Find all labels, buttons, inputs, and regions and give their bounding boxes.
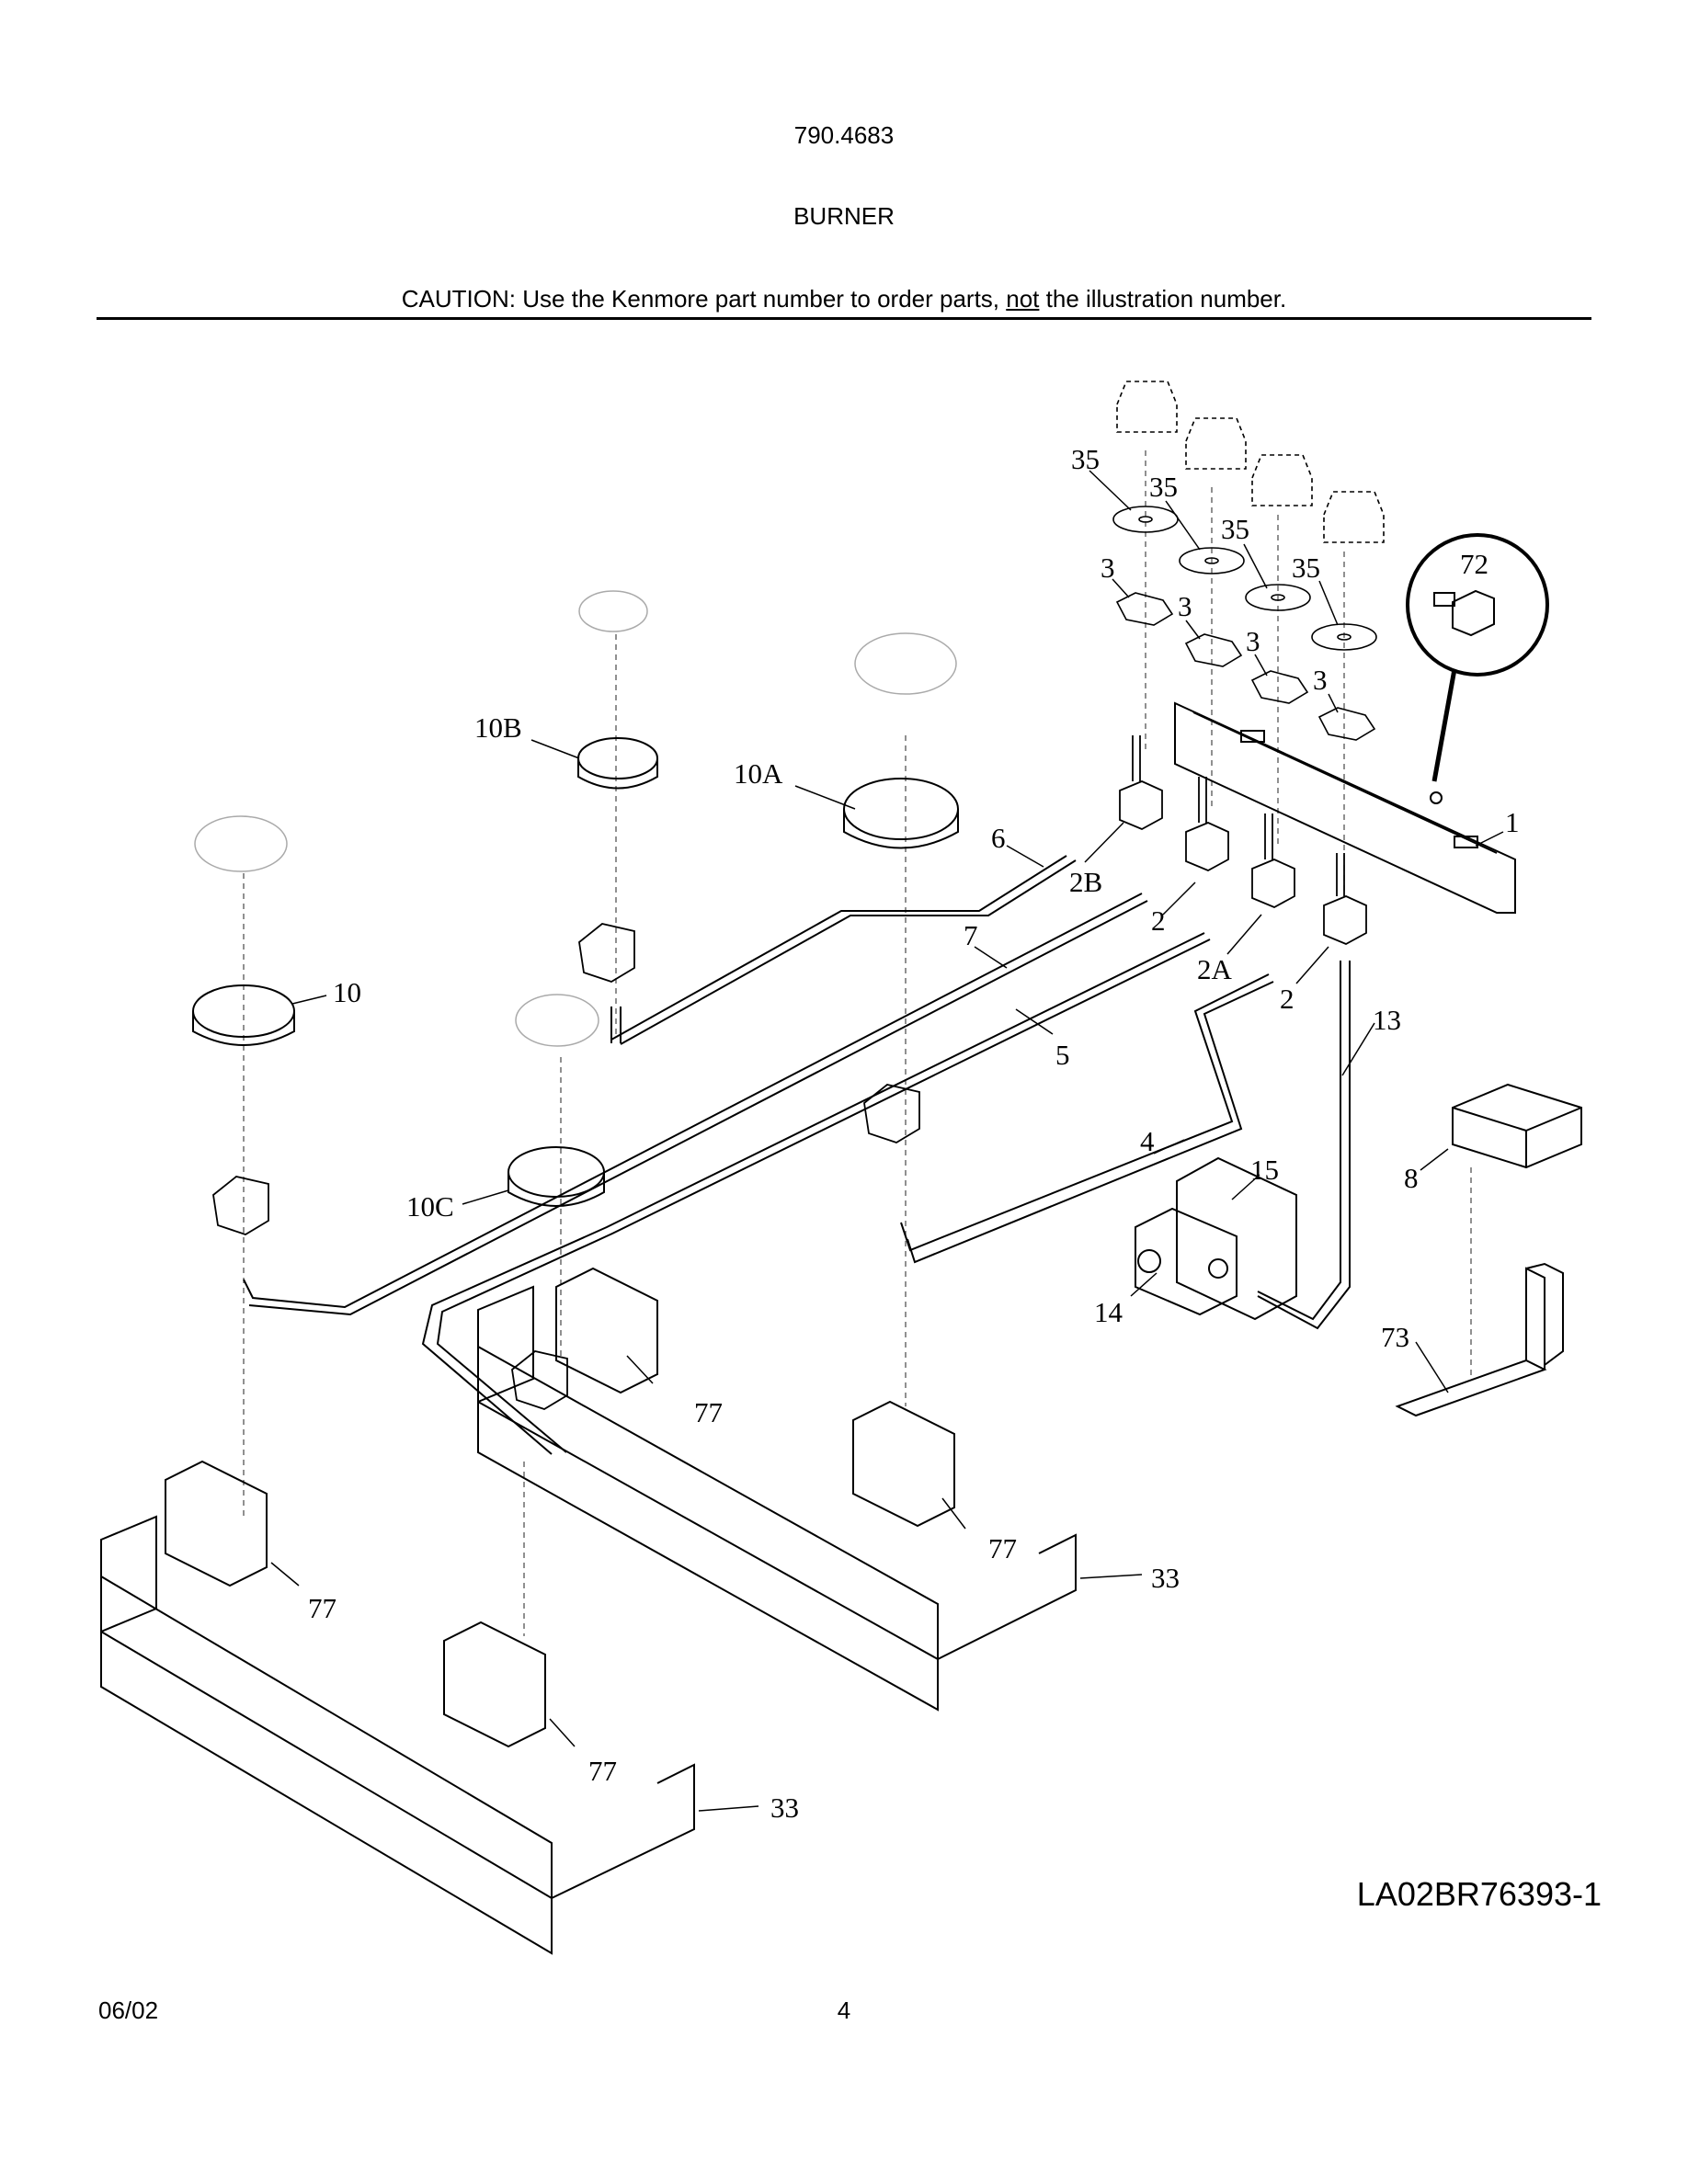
callout-33: 33 <box>770 1792 799 1824</box>
callout-73: 73 <box>1381 1321 1409 1353</box>
header-rule <box>97 317 1591 320</box>
drawing-id: LA02BR76393-1 <box>1356 1875 1602 1913</box>
callout-2b: 2B <box>1069 866 1102 898</box>
callout-2: 2 <box>1280 983 1295 1015</box>
callout-10a: 10A <box>734 757 783 790</box>
callout-10c: 10C <box>406 1190 454 1223</box>
spark-module <box>1452 1083 1582 1169</box>
pressure-regulator <box>1135 1156 1297 1321</box>
callout-labels: 35 35 35 35 3 3 3 3 72 1 10B 10A 10 10C … <box>308 443 1520 1824</box>
callout-77: 77 <box>588 1755 617 1787</box>
callout-10b: 10B <box>474 711 522 744</box>
callout-33: 33 <box>1151 1562 1180 1594</box>
callout-2a: 2A <box>1197 953 1233 985</box>
callout-35: 35 <box>1149 471 1178 503</box>
callout-35: 35 <box>1071 443 1100 475</box>
callout-14: 14 <box>1094 1296 1123 1328</box>
burner-valves <box>1119 735 1367 945</box>
callout-8: 8 <box>1404 1162 1419 1194</box>
control-knobs <box>1116 381 1385 543</box>
caution-emphasis: not <box>1006 285 1040 313</box>
leader-lines <box>270 470 1504 1812</box>
screw-detail <box>1406 533 1549 804</box>
callout-77: 77 <box>988 1532 1017 1564</box>
callout-3: 3 <box>1101 552 1115 584</box>
alignment-lines <box>243 450 1472 1636</box>
burner-brackets <box>165 1267 955 1748</box>
knob-bezels <box>1112 506 1377 651</box>
section-title: BURNER <box>793 202 895 230</box>
callout-5: 5 <box>1055 1039 1070 1071</box>
callout-2: 2 <box>1151 904 1166 937</box>
ignition-switches <box>1115 592 1376 741</box>
callout-3: 3 <box>1246 625 1260 657</box>
callout-77: 77 <box>694 1396 723 1428</box>
callout-13: 13 <box>1373 1004 1401 1036</box>
callout-72: 72 <box>1460 548 1488 580</box>
manifold <box>1174 701 1516 914</box>
callout-10: 10 <box>333 976 361 1008</box>
burner-caps <box>194 590 957 1047</box>
support-rails <box>100 1285 1077 1955</box>
callout-6: 6 <box>991 822 1006 854</box>
callout-35: 35 <box>1221 513 1249 545</box>
caution-text: CAUTION: Use the Kenmore part number to … <box>401 285 1007 313</box>
burner-heads <box>192 737 959 1207</box>
caution-text-end: the illustration number. <box>1039 285 1287 313</box>
orifice-holders <box>212 923 920 1410</box>
page-number: 4 <box>837 1996 851 2024</box>
callout-1: 1 <box>1505 806 1520 838</box>
module-bracket <box>1395 1262 1564 1417</box>
model-number: 790.4683 <box>793 121 895 149</box>
caution-note: CAUTION: Use the Kenmore part number to … <box>0 285 1688 313</box>
callout-35: 35 <box>1292 552 1320 584</box>
callout-3: 3 <box>1313 664 1328 696</box>
revision-date: 06/02 <box>98 1996 159 2024</box>
callout-15: 15 <box>1250 1154 1279 1186</box>
callout-7: 7 <box>964 919 978 951</box>
callout-4: 4 <box>1140 1125 1155 1157</box>
callout-3: 3 <box>1178 590 1192 622</box>
gas-tubes <box>243 855 1351 1455</box>
callout-77: 77 <box>308 1592 336 1624</box>
